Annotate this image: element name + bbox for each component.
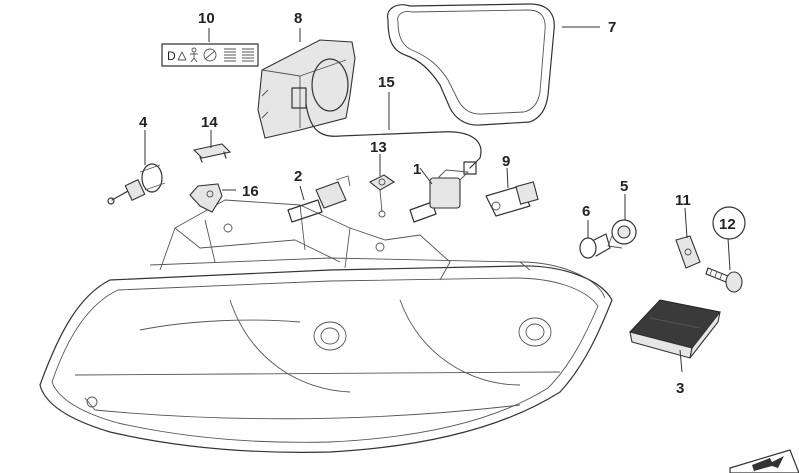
part-11-clip	[675, 235, 701, 269]
callout-12: 12	[719, 216, 736, 233]
diagram-corner-logo-icon	[729, 449, 799, 473]
part-6-bulb	[579, 233, 611, 259]
callout-12-circle: 12	[712, 206, 746, 240]
part-14-clip	[192, 143, 232, 163]
part-5-socket	[607, 219, 637, 249]
part-7-gasket	[386, 3, 555, 126]
callout-16: 16	[242, 183, 259, 200]
part-4-actuator	[107, 163, 166, 205]
part-16-bracket	[189, 183, 223, 213]
callout-2: 2	[294, 168, 302, 185]
part-12-screw	[705, 267, 743, 293]
part-15-cable	[305, 103, 482, 175]
part-2-bulb	[287, 175, 351, 223]
callout-3: 3	[676, 380, 684, 397]
callout-13: 13	[370, 139, 387, 156]
callout-10: 10	[198, 10, 215, 27]
callout-11: 11	[675, 192, 691, 209]
part-3-control-unit	[629, 299, 721, 359]
headlight-housing	[39, 199, 613, 453]
part-1-bulb-holder	[409, 169, 469, 223]
part-8-ballast	[257, 39, 356, 139]
part-10-warning-label: D	[161, 43, 259, 67]
callout-8: 8	[294, 10, 302, 27]
leader-lines	[144, 26, 731, 373]
part-9-socket	[485, 181, 539, 217]
callout-14: 14	[201, 114, 218, 131]
callout-9: 9	[502, 153, 510, 170]
callout-15: 15	[378, 74, 395, 91]
callout-5: 5	[620, 178, 628, 195]
callout-4: 4	[139, 114, 148, 131]
callout-7: 7	[608, 19, 616, 36]
part-13-clip	[368, 174, 396, 218]
callout-6: 6	[582, 203, 590, 220]
callout-1: 1	[413, 161, 421, 178]
callout-labels: 10 8 7 15 4 14 13 1 2 9 16 5 6 11 3	[139, 10, 691, 397]
warning-label-text: D	[167, 49, 176, 63]
